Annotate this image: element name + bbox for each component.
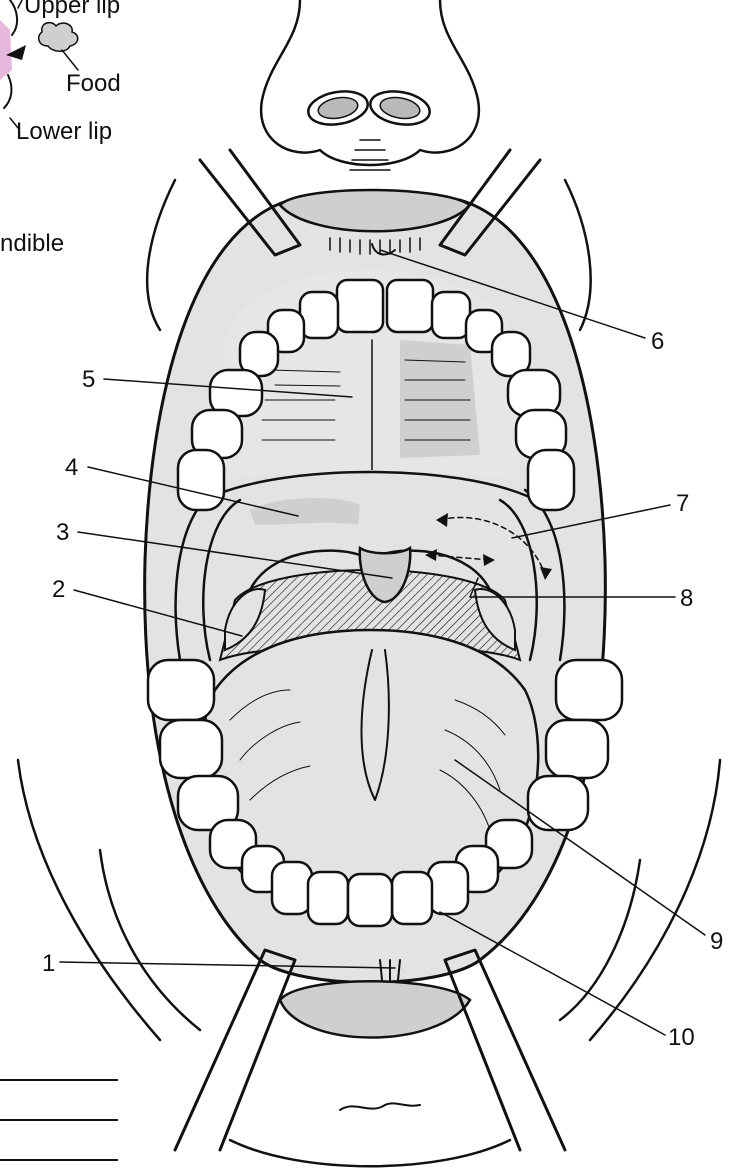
mandible-label: ndible (0, 232, 64, 256)
callout-10: 10 (668, 1026, 695, 1050)
lower-lip-label: Lower lip (16, 120, 112, 144)
upper-lip-label: Upper lip (24, 0, 120, 18)
callout-1: 1 (42, 952, 55, 976)
food-label: Food (66, 72, 121, 96)
callout-5: 5 (82, 368, 95, 392)
callout-6: 6 (651, 330, 664, 354)
callout-3: 3 (56, 521, 69, 545)
callout-4: 4 (65, 456, 78, 480)
nose (261, 0, 479, 170)
food-blob-icon (39, 23, 78, 52)
callout-9: 9 (710, 930, 723, 954)
callout-2: 2 (52, 578, 65, 602)
lower-lip (280, 981, 470, 1037)
callout-8: 8 (680, 587, 693, 611)
inset-fragment (0, 0, 78, 128)
answer-blanks (0, 1080, 118, 1160)
callout-7: 7 (676, 492, 689, 516)
